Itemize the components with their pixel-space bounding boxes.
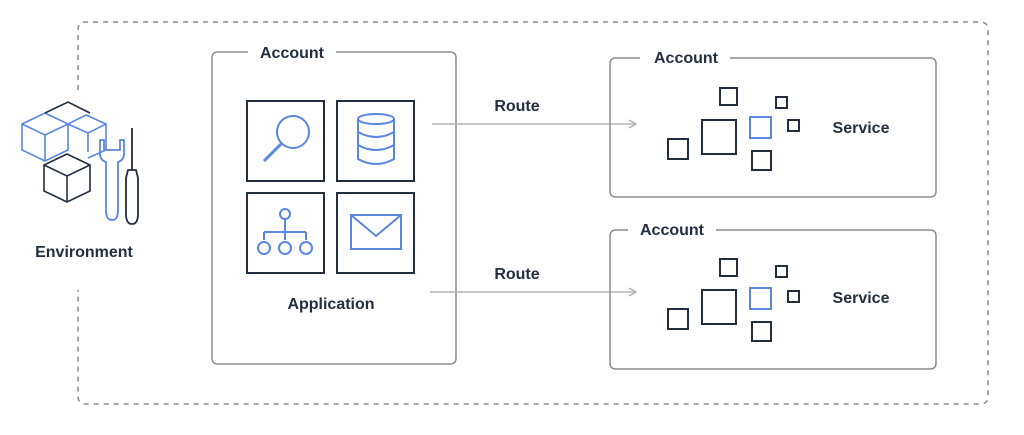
service-account-2: Account Service	[609, 222, 937, 370]
service-icon	[667, 258, 800, 342]
email-tile	[336, 192, 415, 274]
screwdriver-icon	[125, 128, 139, 225]
database-tile	[336, 100, 415, 182]
route-2-label: Route	[494, 266, 539, 283]
service-account-1-label: Account	[654, 50, 719, 67]
wrench-icon	[99, 139, 125, 221]
application-account: Account	[211, 45, 457, 365]
environment-label: Environment	[35, 244, 133, 261]
service-1-label: Service	[833, 120, 890, 137]
search-tile	[246, 100, 325, 182]
hierarchy-tile	[246, 192, 325, 274]
hierarchy-icon	[257, 208, 313, 255]
service-account-1: Account Service	[609, 50, 937, 198]
service-icon	[667, 87, 800, 171]
search-icon	[262, 115, 310, 163]
route-2: Route	[430, 266, 638, 297]
app-account-label: Account	[260, 45, 325, 62]
email-icon	[350, 214, 402, 250]
environment-icon: Environment	[21, 101, 139, 261]
route-1: Route	[432, 98, 638, 129]
service-account-2-label: Account	[640, 222, 705, 239]
service-2-label: Service	[833, 290, 890, 307]
application-label: Application	[287, 296, 374, 313]
database-icon	[357, 113, 395, 165]
building-blocks-icon	[21, 112, 107, 162]
environment-boundary	[77, 21, 989, 405]
route-1-label: Route	[494, 98, 539, 115]
